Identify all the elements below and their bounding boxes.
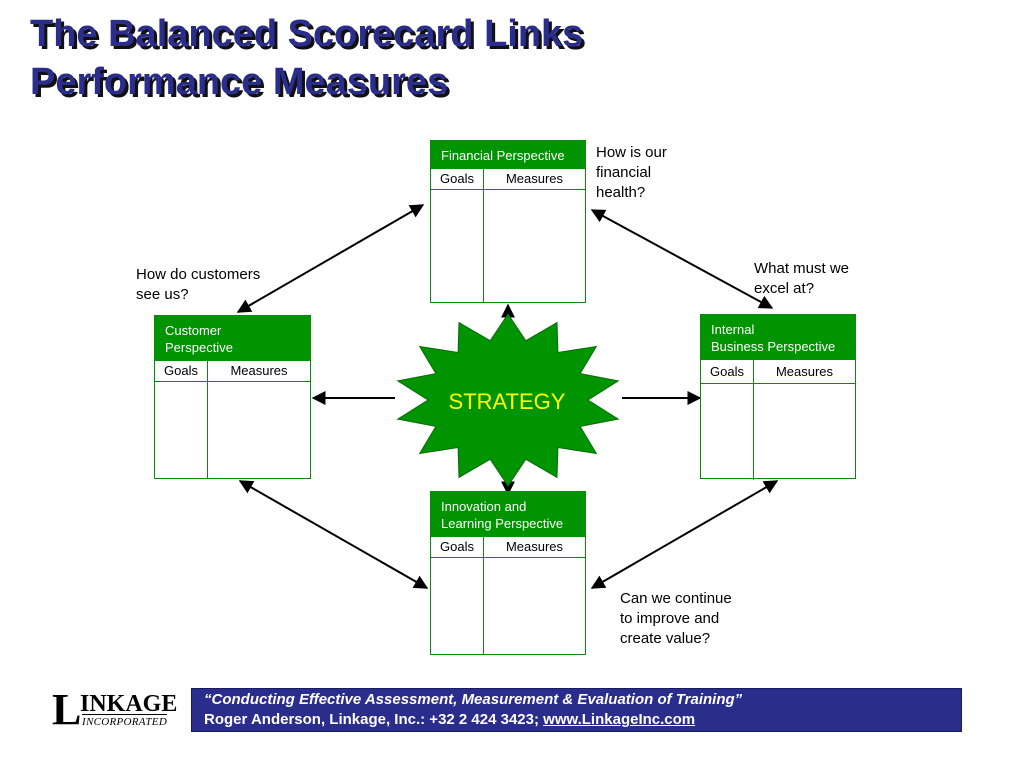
arrow-customer-innovation: [238, 480, 429, 589]
innovation-question: Can we continue to improve and create va…: [620, 590, 732, 647]
innovation-perspective-title: Innovation and Learning Perspective: [441, 498, 564, 531]
arrow-financial-internal: [590, 209, 774, 309]
financial-perspective-box: Financial Perspective Goals Measures: [430, 140, 586, 303]
internal-goals-cell: [701, 384, 754, 480]
linkage-logo: L INKAGE INCORPORATED: [52, 686, 187, 734]
internal-perspective-box: Internal Business Perspective Goals Meas…: [700, 314, 856, 480]
internal-goals-header: Goals: [701, 360, 754, 383]
customer-perspective-title: Customer Perspective: [165, 322, 233, 355]
logo-initial: L: [52, 685, 82, 734]
internal-measures-cell: [754, 384, 855, 480]
innovation-measures-header: Measures: [505, 539, 564, 554]
innovation-goals-cell: [431, 558, 484, 654]
financial-measures-header: Measures: [505, 171, 564, 186]
internal-perspective-title: Internal Business Perspective: [711, 321, 836, 354]
customer-perspective-header: Customer Perspective: [155, 316, 310, 361]
financial-goals-header: Goals: [431, 169, 484, 189]
internal-measures-header: Measures: [775, 364, 834, 379]
customer-table-body: [155, 382, 310, 479]
internal-table-body: [701, 384, 855, 480]
customer-measures-header: Measures: [230, 363, 288, 378]
internal-question: What must we excel at?: [754, 260, 850, 297]
title-line-1: The Balanced Scorecard Links: [30, 13, 584, 55]
innovation-goals-header: Goals: [431, 537, 484, 557]
customer-goals-header: Goals: [155, 361, 208, 381]
footer-contact: Roger Anderson, Linkage, Inc.: +32 2 424…: [204, 711, 544, 728]
strategy-label: STRATEGY: [449, 389, 566, 414]
logo-subtitle: INCORPORATED: [82, 714, 168, 728]
footer-website-link[interactable]: www.LinkageInc.com: [543, 711, 696, 728]
arrow-internal-innovation: [590, 480, 779, 589]
innovation-column-headers: Goals Measures: [431, 537, 585, 558]
financial-perspective-header: Financial Perspective: [431, 141, 585, 169]
strategy-starburst: [396, 313, 620, 487]
internal-column-headers: Goals Measures: [701, 360, 855, 384]
logo-wordmark: INKAGE: [80, 691, 178, 717]
innovation-measures-cell: [484, 558, 585, 654]
financial-perspective-title: Financial Perspective: [441, 147, 565, 163]
customer-measures-cell: [208, 382, 310, 479]
innovation-perspective-header: Innovation and Learning Perspective: [431, 492, 585, 537]
arrow-customer-financial: [236, 204, 425, 313]
customer-perspective-box: Customer Perspective Goals Measures: [154, 315, 311, 479]
footer-banner: “Conducting Effective Assessment, Measur…: [191, 688, 962, 732]
customer-column-headers: Goals Measures: [155, 361, 310, 382]
financial-measures-cell: [484, 190, 585, 303]
financial-goals-cell: [431, 190, 484, 303]
innovation-perspective-box: Innovation and Learning Perspective Goal…: [430, 491, 586, 655]
title-line-2: Performance Measures: [30, 61, 449, 103]
customer-goals-cell: [155, 382, 208, 479]
internal-perspective-header: Internal Business Perspective: [701, 315, 855, 360]
innovation-table-body: [431, 558, 585, 654]
financial-table-body: [431, 190, 585, 303]
footer-course-title: “Conducting Effective Assessment, Measur…: [204, 691, 743, 708]
slide-title: The Balanced Scorecard Links Performance…: [30, 10, 583, 106]
financial-column-headers: Goals Measures: [431, 169, 585, 190]
financial-question: How is our financial health?: [596, 144, 667, 201]
customer-question: How do customers see us?: [136, 266, 261, 303]
